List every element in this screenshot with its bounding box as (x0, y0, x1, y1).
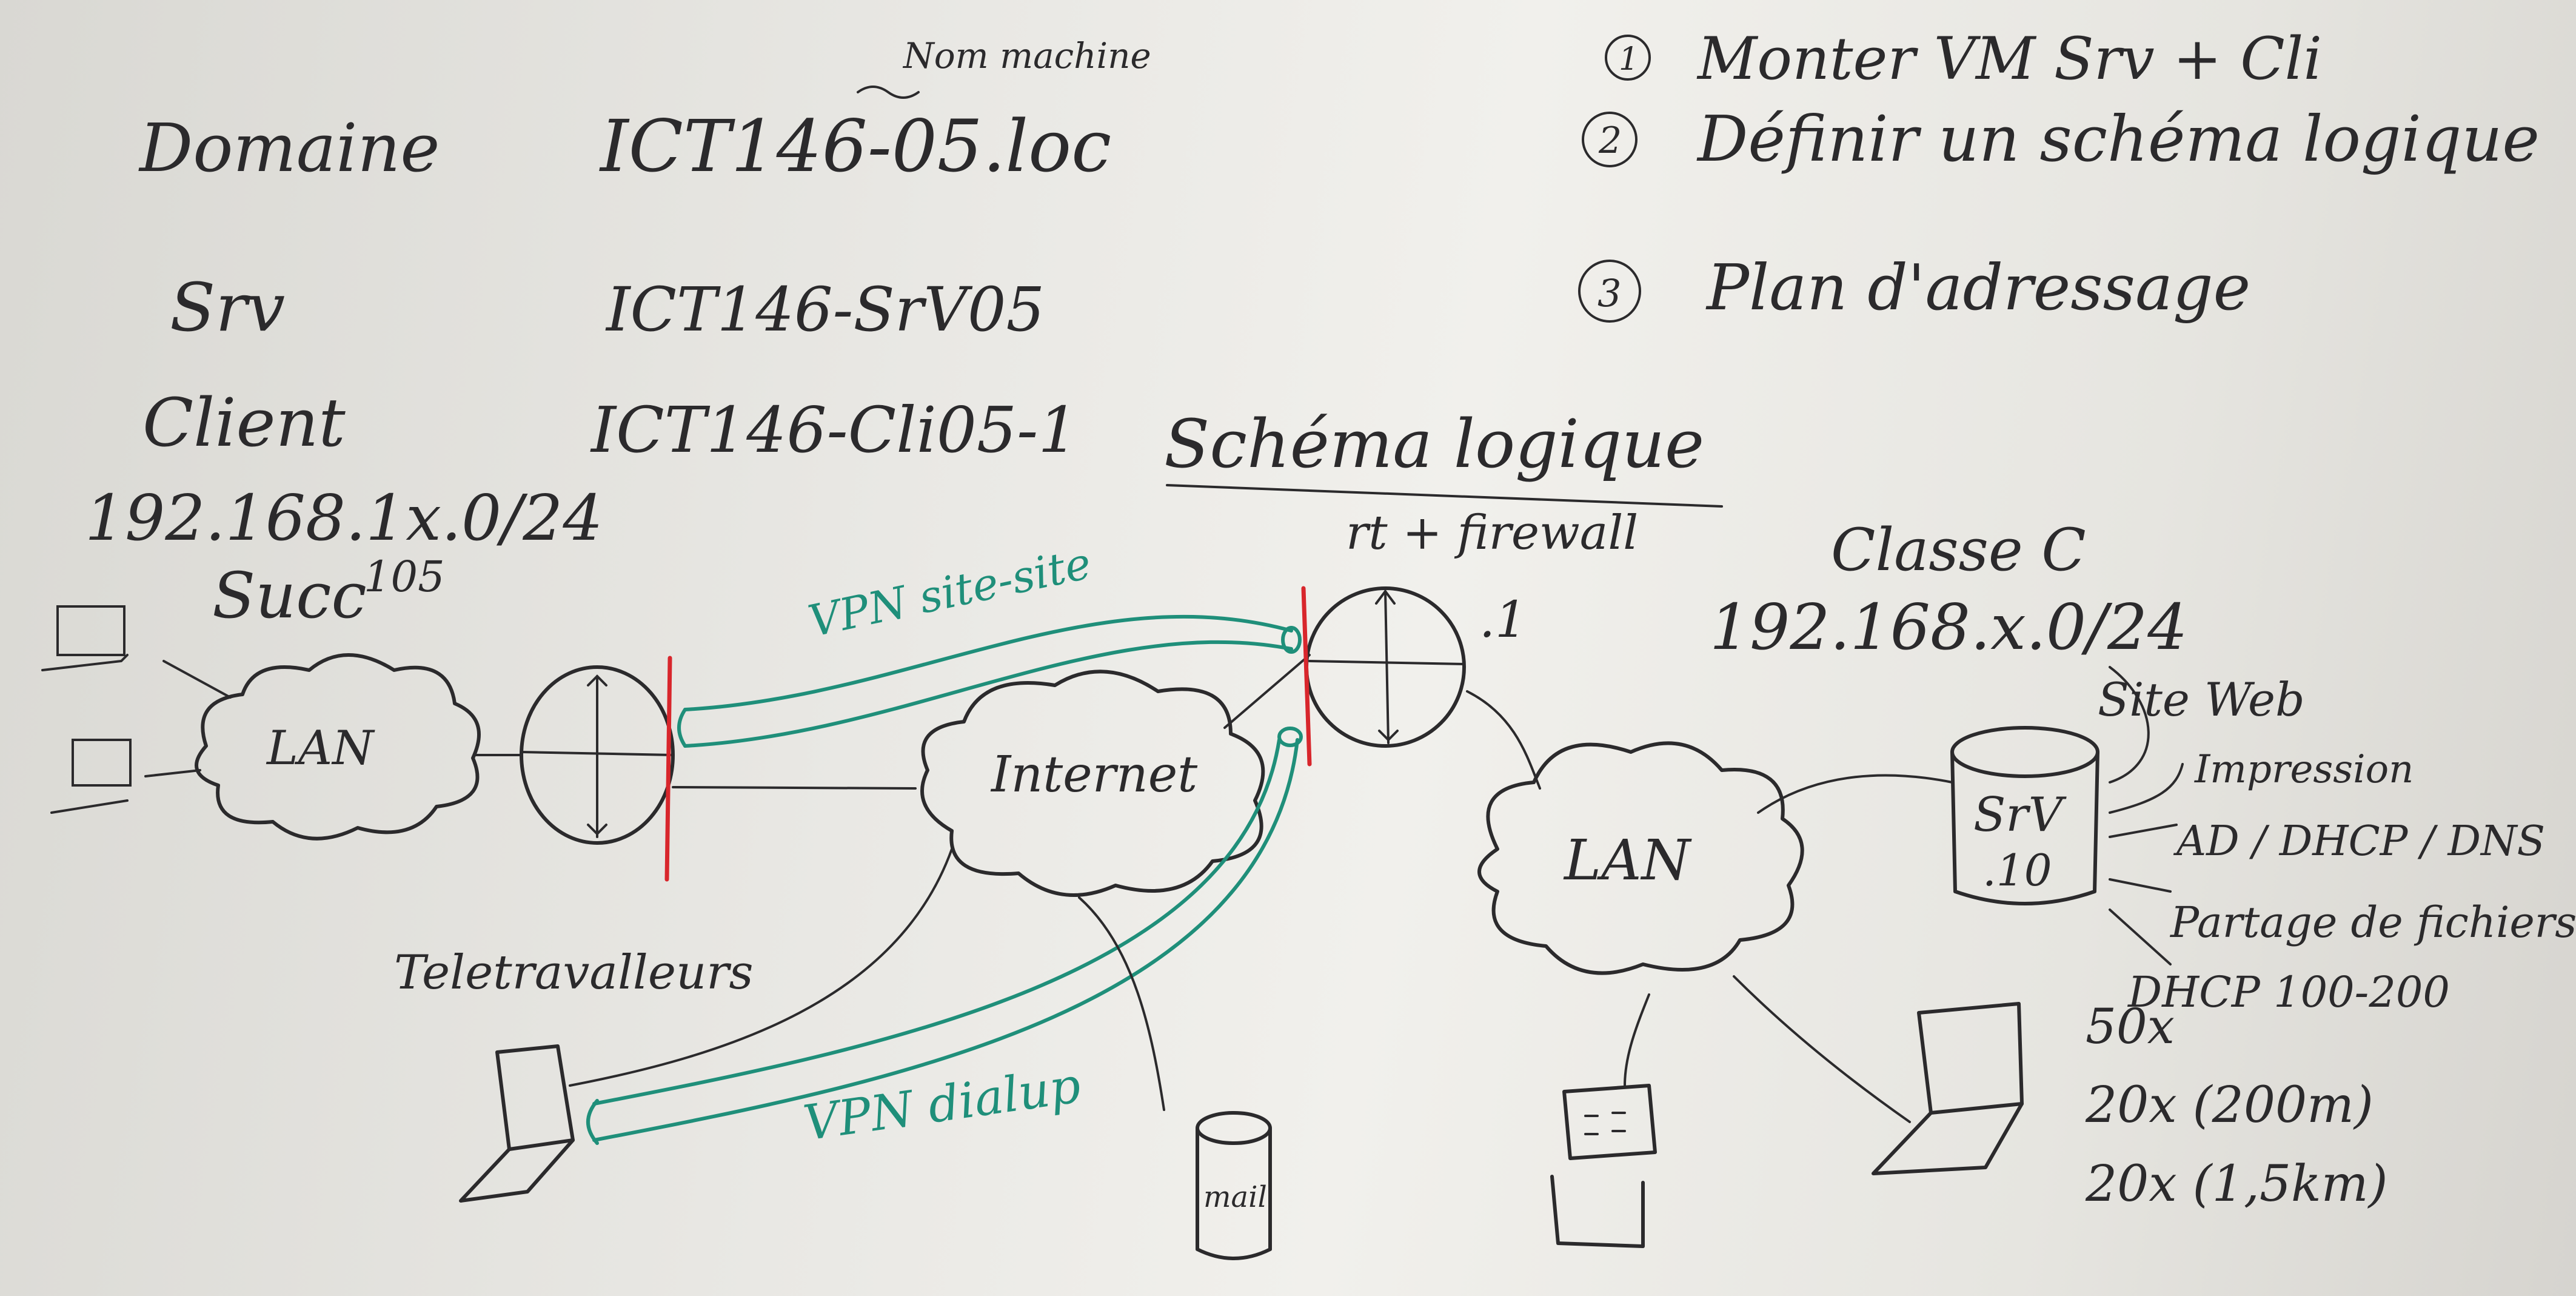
router-right (1305, 586, 1466, 748)
count-50x: 50x (2086, 998, 2175, 1055)
pc-left-bottom (50, 739, 132, 814)
link-internet-router-right (1223, 654, 1311, 729)
vpn-site-site-label: VPN site-site (804, 537, 1096, 647)
client-laptop (1872, 1002, 2024, 1175)
server-srv (1950, 726, 2099, 905)
class-network: 192.168.x.0/24 (1710, 590, 2187, 664)
succ-value: 105 (364, 552, 445, 602)
service-site-web: Site Web (2098, 673, 2305, 727)
internet-label: Internet (990, 746, 1198, 804)
service-line-print (2109, 763, 2184, 814)
todo-item-3: Plan d'adressage (1705, 250, 2250, 324)
service-dhcp-range: DHCP 100-200 (2127, 967, 2450, 1017)
service-line-share (2109, 878, 2172, 893)
link-lan-server (1757, 774, 1953, 814)
client-value: ICT146-Cli05-1 (590, 393, 1078, 467)
todo-circle-2 (1582, 112, 1638, 167)
printer (1550, 1084, 1657, 1248)
service-line-dhcp (2109, 908, 2172, 965)
vpn-site-site-tunnel-lower (683, 640, 1293, 748)
link-router-lan-right (1466, 690, 1541, 790)
class-label: Classe C (1831, 516, 2086, 584)
todo-item-2: Définir un schéma logique (1696, 102, 2540, 176)
firewall-left (664, 656, 672, 882)
vpn-site-site-cap-right (1281, 626, 1302, 654)
count-20x-1-5km: 20x (1,5km) (2085, 1155, 2388, 1213)
todo-num-2: 2 (1598, 119, 1622, 162)
todo-item-1: Monter VM Srv + Cli (1696, 25, 2322, 93)
link-lan-laptop (1733, 975, 1911, 1123)
vpn-dialup-tunnel-upper (592, 738, 1281, 1106)
schema-title-underline (1166, 484, 1723, 508)
link-router-left-internet (672, 786, 917, 790)
service-partage-fichiers: Partage de fichiers (2169, 898, 2576, 947)
internet-cloud (920, 670, 1265, 897)
router-label: rt + firewall (1346, 506, 1638, 560)
lan-left-cloud (195, 653, 481, 841)
vpn-dialup-cap-right (1277, 727, 1303, 747)
todo-num-1: 1 (1619, 41, 1639, 78)
server-name: SrV (1973, 788, 2067, 842)
mail-server (1196, 1111, 1272, 1260)
router-ip: .1 (1479, 591, 1527, 649)
lan-left-label: LAN (266, 721, 375, 776)
link-teleworker-internet (569, 848, 953, 1087)
domaine-value: ICT146-05.loc (599, 104, 1111, 188)
service-impression: Impression (2194, 747, 2414, 792)
todo-num-3: 3 (1597, 271, 1621, 315)
link-pc-top-lan (162, 660, 232, 699)
nom-machine-note: Nom machine (902, 35, 1151, 76)
vpn-site-site-tunnel-upper (683, 614, 1293, 711)
nom-machine-tilde (857, 86, 920, 99)
router-left (520, 665, 675, 845)
todo-circle-3 (1578, 260, 1641, 323)
vpn-site-site-cap-left (677, 708, 687, 748)
link-lan-printer (1624, 993, 1650, 1087)
service-ad-dhcp-dns: AD / DHCP / DNS (2173, 818, 2545, 865)
schema-title: Schéma logique (1164, 405, 1704, 483)
teleworker-laptop (459, 1044, 575, 1203)
succ-label: Succ (212, 559, 367, 633)
srv-value: ICT146-SrV05 (605, 274, 1045, 345)
vpn-dialup-tunnel-lower (592, 738, 1299, 1142)
vpn-dialup-label: VPN dialup (800, 1057, 1084, 1152)
count-20x-200m: 20x (200m) (2085, 1076, 2374, 1134)
link-internet-mail (1078, 896, 1165, 1111)
lan-right-label: LAN (1563, 828, 1693, 893)
service-line-ad (2109, 824, 2178, 838)
teletravailleurs-label: Teletravalleurs (394, 945, 754, 1000)
network-address: 192.168.1x.0/24 (85, 481, 603, 555)
todo-circle-1 (1605, 35, 1651, 81)
domaine-label: Domaine (138, 109, 440, 187)
vpn-dialup-cap-left (586, 1099, 599, 1145)
srv-label: Srv (170, 269, 285, 346)
client-label: Client (142, 384, 346, 462)
mail-label: mail (1203, 1180, 1267, 1214)
firewall-right (1301, 586, 1312, 767)
service-line-web (2109, 666, 2150, 784)
link-pc-bottom-lan (144, 769, 201, 777)
lan-right-cloud (1477, 741, 1804, 975)
server-ip: .10 (1982, 845, 2052, 896)
pc-left-top (41, 605, 129, 671)
